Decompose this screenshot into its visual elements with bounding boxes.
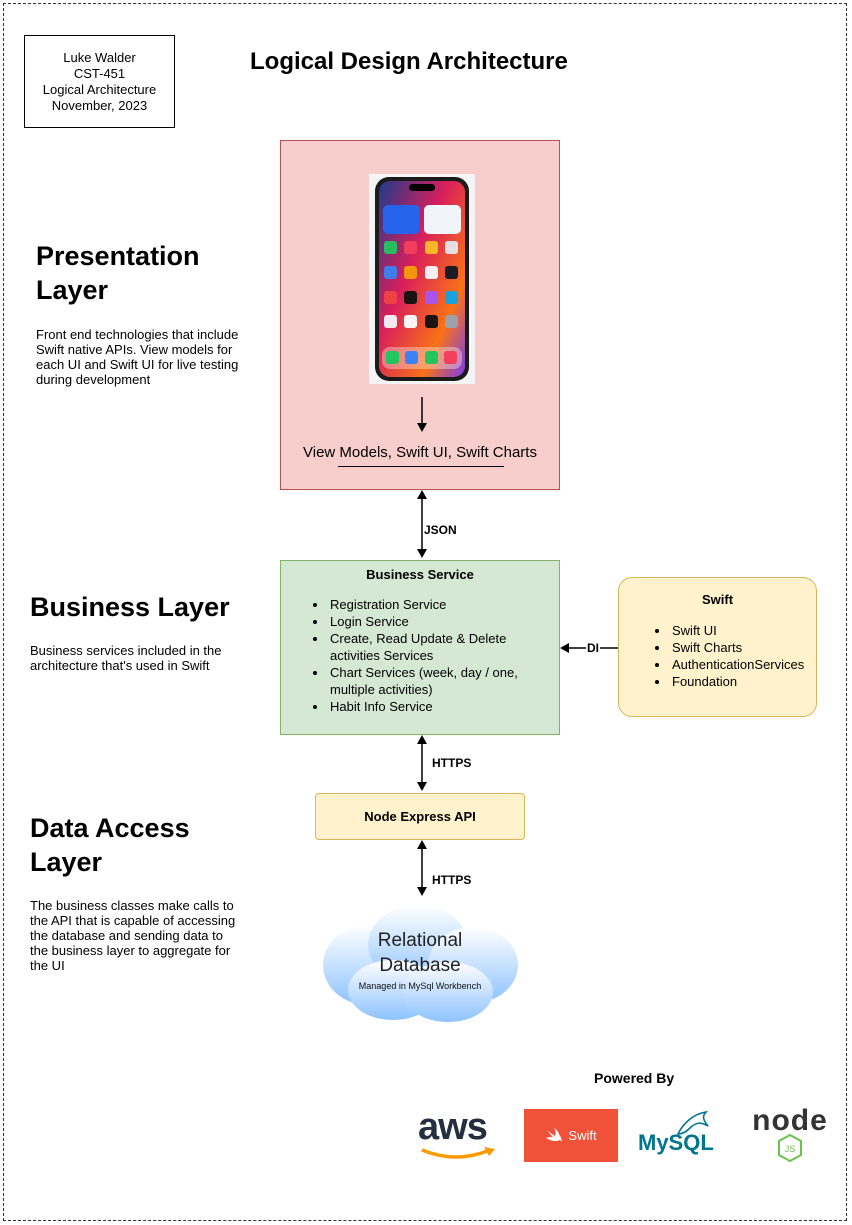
author-name: Luke Walder bbox=[63, 49, 136, 65]
list-item: Swift UI bbox=[670, 622, 815, 639]
https-label-2: HTTPS bbox=[432, 873, 472, 887]
https-arrow-icon bbox=[417, 735, 427, 791]
swift-logo: Swift bbox=[524, 1109, 618, 1162]
doc-name: Logical Architecture bbox=[42, 81, 157, 97]
presentation-heading-line2: Layer bbox=[36, 275, 109, 305]
presentation-heading: Presentation Layer bbox=[36, 239, 200, 307]
di-label: DI bbox=[586, 641, 600, 655]
svg-text:JS: JS bbox=[785, 1144, 796, 1154]
database-label: Relational Database bbox=[320, 928, 520, 978]
underline bbox=[338, 466, 504, 467]
swift-title: Swift bbox=[701, 592, 734, 607]
page-title: Logical Design Architecture bbox=[250, 48, 568, 75]
json-arrow-icon bbox=[417, 490, 427, 558]
swift-logo-text: Swift bbox=[568, 1128, 597, 1143]
business-description: Business services included in the archit… bbox=[30, 643, 222, 673]
node-logo: node JS bbox=[744, 1106, 836, 1164]
business-service-list: Registration Service Login Service Creat… bbox=[308, 596, 553, 715]
js-hexagon-icon: JS bbox=[778, 1134, 802, 1162]
list-item: Habit Info Service bbox=[328, 698, 553, 715]
dolphin-icon bbox=[676, 1110, 709, 1135]
list-item: Foundation bbox=[670, 673, 815, 690]
list-item: Chart Services (week, day / one, multipl… bbox=[328, 664, 553, 698]
node-express-api-box: Node Express API bbox=[315, 793, 525, 840]
phone-icon bbox=[375, 177, 469, 381]
aws-logo-text: aws bbox=[418, 1106, 488, 1148]
node-logo-text: node bbox=[752, 1104, 828, 1137]
data-access-heading: Data Access Layer bbox=[30, 811, 190, 879]
database-label-line1: Relational bbox=[377, 930, 463, 951]
mysql-logo: MySQL bbox=[638, 1108, 718, 1163]
phone-image bbox=[369, 174, 475, 384]
cloud-icon bbox=[323, 905, 518, 1022]
swift-box bbox=[618, 577, 817, 717]
data-access-heading-line1: Data Access bbox=[30, 813, 190, 843]
aws-smile-icon bbox=[421, 1147, 495, 1159]
list-item: Login Service bbox=[328, 613, 553, 630]
page-border bbox=[3, 3, 847, 1221]
https-arrow-icon bbox=[417, 840, 427, 896]
author-box: Luke Walder CST-451 Logical Architecture… bbox=[24, 35, 175, 128]
powered-by-label: Powered By bbox=[594, 1070, 675, 1086]
list-item: Swift Charts bbox=[670, 639, 815, 656]
list-item: AuthenticationServices bbox=[670, 656, 815, 673]
presentation-description: Front end technologies that include Swif… bbox=[36, 327, 239, 387]
database-sublabel: Managed in MySql Workbench bbox=[358, 981, 482, 991]
list-item: Create, Read Update & Delete activities … bbox=[328, 630, 553, 664]
presentation-tech-label: View Models, Swift UI, Swift Charts bbox=[303, 444, 537, 461]
data-access-description: The business classes make calls to the A… bbox=[30, 898, 236, 973]
https-label-1: HTTPS bbox=[432, 756, 472, 770]
data-access-heading-line2: Layer bbox=[30, 847, 103, 877]
doc-date: November, 2023 bbox=[51, 97, 148, 113]
down-arrow-icon bbox=[417, 397, 427, 432]
course-code: CST-451 bbox=[73, 65, 126, 81]
business-heading: Business Layer bbox=[30, 592, 230, 622]
mysql-logo-text: MySQL bbox=[638, 1130, 714, 1155]
business-service-box bbox=[280, 560, 560, 735]
database-label-line2: Database bbox=[379, 955, 461, 976]
swift-bird-icon bbox=[546, 1127, 563, 1143]
business-service-title: Business Service bbox=[366, 567, 474, 582]
json-label: JSON bbox=[424, 523, 457, 537]
swift-list: Swift UI Swift Charts AuthenticationServ… bbox=[650, 622, 815, 690]
aws-logo: aws bbox=[418, 1108, 498, 1163]
list-item: Registration Service bbox=[328, 596, 553, 613]
presentation-heading-line1: Presentation bbox=[36, 241, 200, 271]
